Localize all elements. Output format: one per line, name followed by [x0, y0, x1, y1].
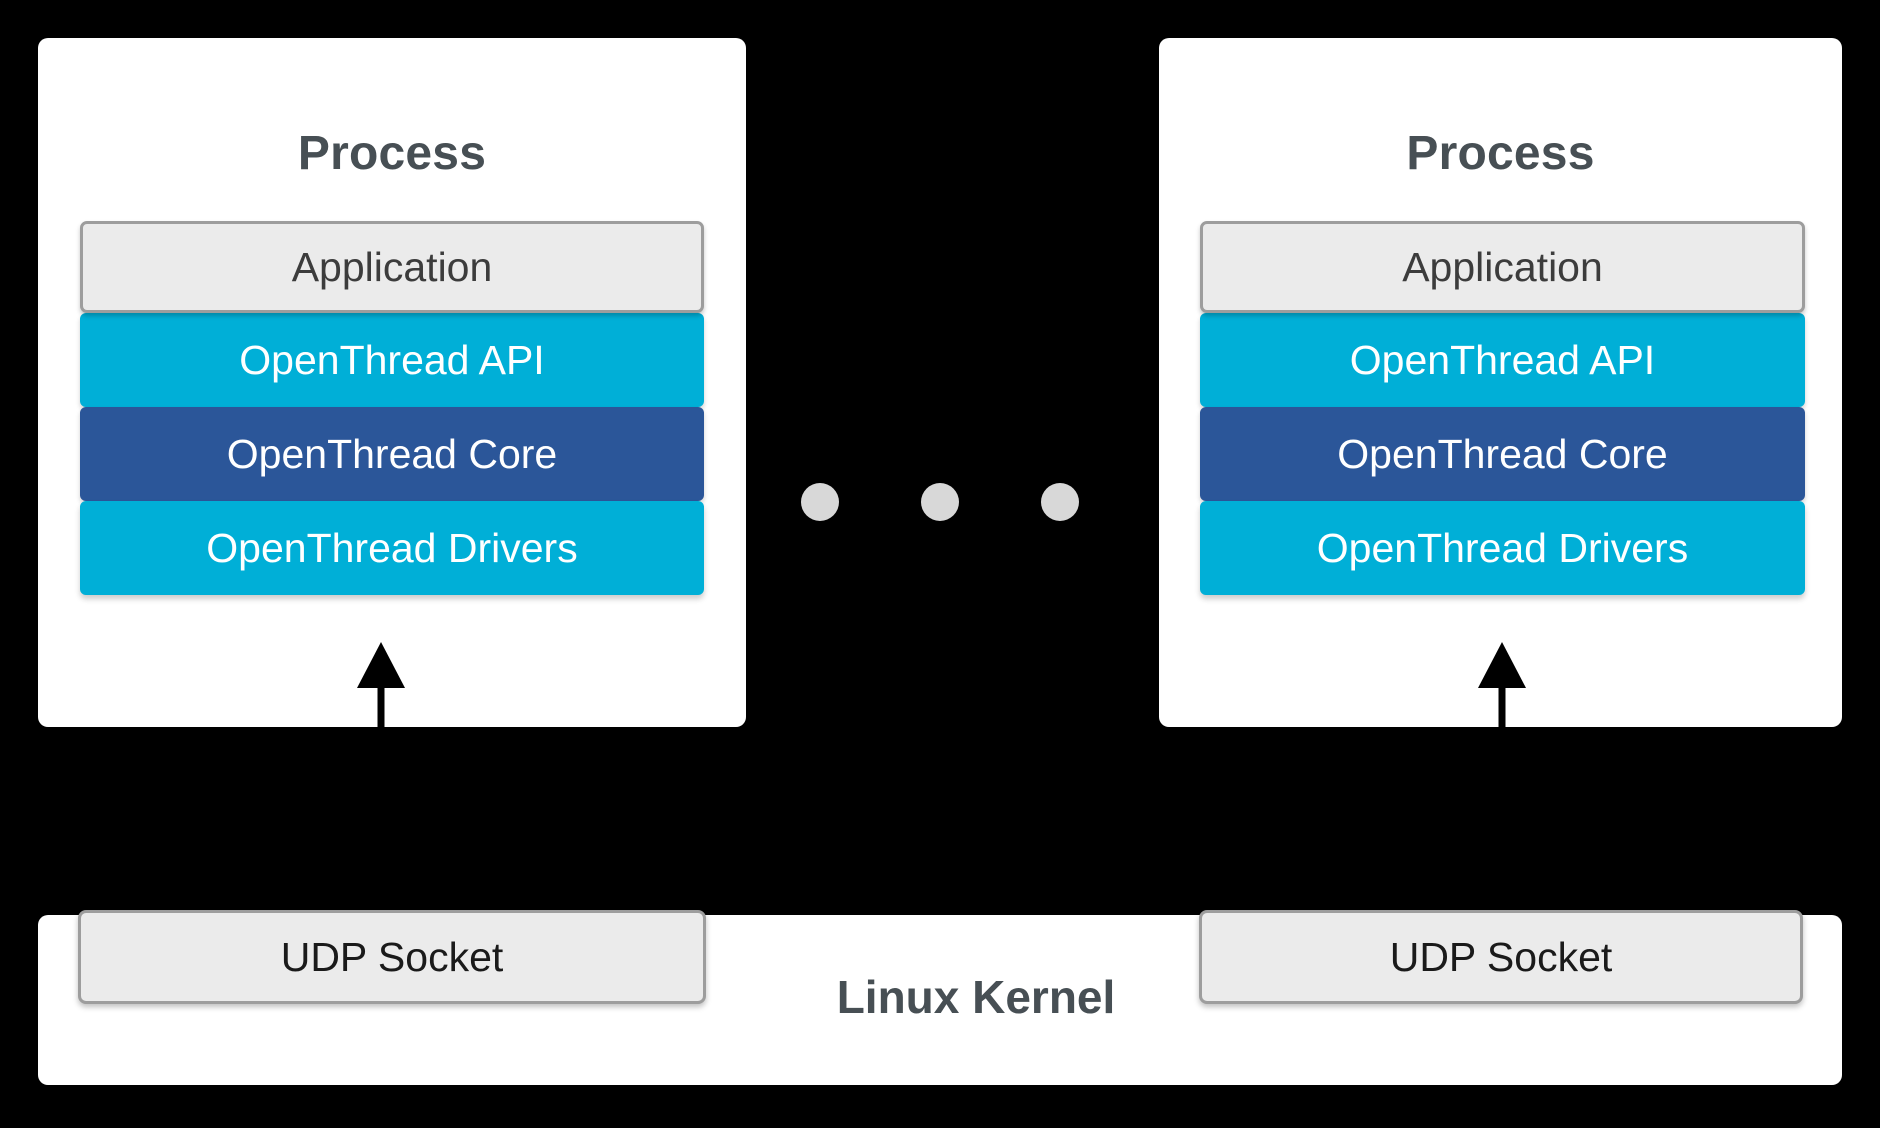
layer-label: OpenThread Core	[1337, 430, 1668, 477]
layer-label: Application	[1402, 243, 1603, 290]
layer-label: Application	[291, 243, 493, 290]
layer-label: OpenThread API	[1349, 336, 1656, 383]
process-title-right: Process	[1406, 127, 1595, 180]
udp-socket-left[interactable]: UDP Socket	[78, 910, 706, 1004]
layer-openthread-api-right[interactable]: OpenThread API	[1200, 313, 1805, 407]
ellipsis-dot-1	[801, 483, 839, 521]
layer-openthread-drivers-right[interactable]: OpenThread Drivers	[1200, 501, 1805, 595]
layer-openthread-drivers-left[interactable]: OpenThread Drivers	[80, 501, 704, 595]
layer-label: OpenThread Drivers	[206, 524, 578, 571]
connector-arrow-left	[357, 642, 405, 936]
ellipsis-dot-3	[1041, 483, 1079, 521]
udp-socket-label: UDP Socket	[1389, 933, 1613, 980]
layer-application-right[interactable]: Application	[1200, 221, 1805, 313]
layer-label: OpenThread API	[239, 336, 545, 383]
kernel-title: Linux Kernel	[836, 971, 1116, 1023]
layer-openthread-api-left[interactable]: OpenThread API	[80, 313, 704, 407]
layer-label: OpenThread Core	[226, 430, 558, 477]
udp-socket-right[interactable]: UDP Socket	[1199, 910, 1803, 1004]
udp-socket-label: UDP Socket	[280, 933, 504, 980]
process-title-left: Process	[297, 127, 487, 180]
layer-label: OpenThread Drivers	[1316, 524, 1689, 571]
ellipsis-dot-2	[921, 483, 959, 521]
layer-application-left[interactable]: Application	[80, 221, 704, 313]
layer-openthread-core-right[interactable]: OpenThread Core	[1200, 407, 1805, 501]
connector-arrow-right	[1478, 642, 1526, 936]
layer-openthread-core-left[interactable]: OpenThread Core	[80, 407, 704, 501]
